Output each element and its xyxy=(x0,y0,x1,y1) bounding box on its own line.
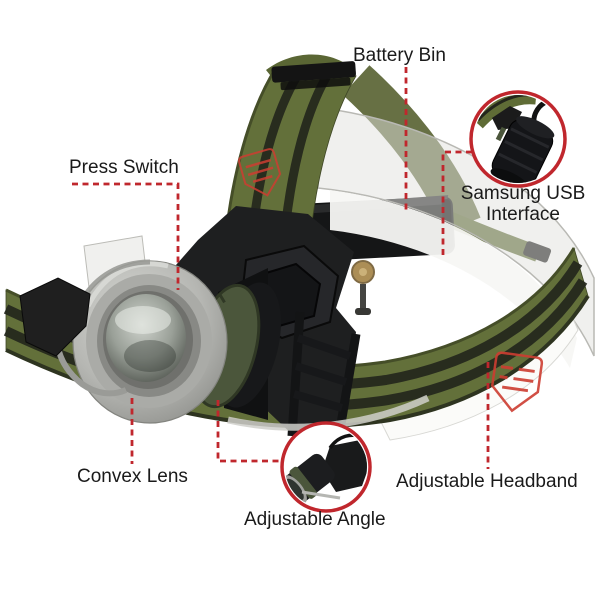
usb-closeup-photo xyxy=(474,95,562,183)
label-press-switch: Press Switch xyxy=(69,157,179,178)
angle-callout-circle xyxy=(280,421,372,513)
lamp-head xyxy=(72,260,281,424)
callout-line-press-switch xyxy=(72,182,180,290)
brand-logo-print-top xyxy=(238,148,282,197)
callout-line-usb-interface xyxy=(441,150,472,257)
label-samsung-usb-line1: Samsung USB xyxy=(460,183,586,204)
label-adjustable-headband: Adjustable Headband xyxy=(396,471,578,492)
callout-lines xyxy=(72,67,490,469)
strap-buckle xyxy=(271,61,356,91)
usb-callout-circle xyxy=(469,90,567,188)
overhead-strap xyxy=(224,54,357,241)
label-samsung-usb-interface: Samsung USB Interface xyxy=(433,183,600,225)
usb-device-body xyxy=(490,116,555,183)
brass-rivet xyxy=(351,260,375,315)
label-adjustable-angle: Adjustable Angle xyxy=(244,509,386,530)
tilted-lamp-head xyxy=(285,453,335,504)
brand-logo-print xyxy=(490,351,544,413)
label-battery-bin: Battery Bin xyxy=(353,45,446,66)
label-convex-lens: Convex Lens xyxy=(77,466,188,487)
label-samsung-usb-line2: Interface xyxy=(486,204,560,225)
strap-end-clip xyxy=(19,277,91,357)
bracket-ladder xyxy=(287,311,361,437)
